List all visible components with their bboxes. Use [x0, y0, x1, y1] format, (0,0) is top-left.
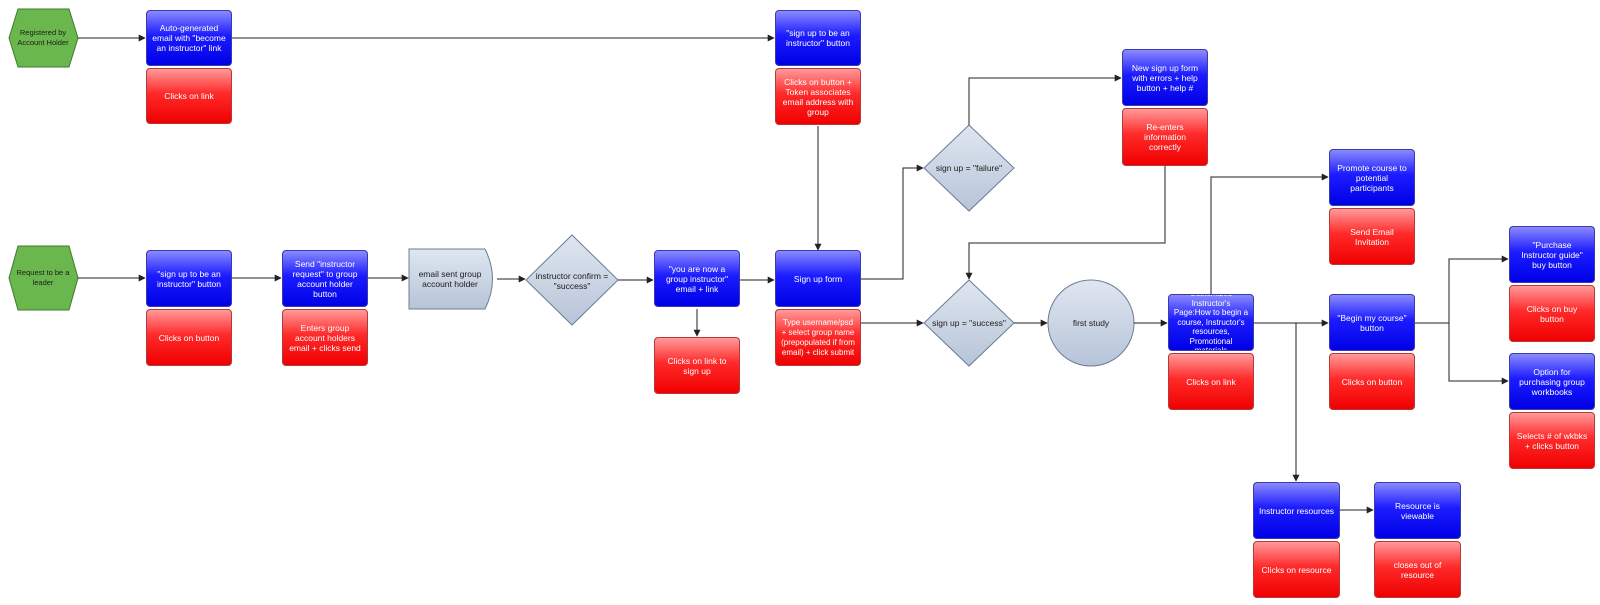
- page-clicks-link-node: Clicks on link: [1168, 353, 1254, 410]
- promote-node: Promote course to potential participants: [1329, 149, 1415, 206]
- signup-button-main-node: "sign up to be an instructor" button: [146, 250, 232, 307]
- new-form-node: New sign up form with errors + help butt…: [1122, 49, 1208, 106]
- arrow-signupform-to-failure: [861, 164, 924, 280]
- instructor-page-node: Customized Instructor's Page:How to begi…: [1168, 294, 1254, 351]
- send-invite-node: Send Email Invitation: [1329, 208, 1415, 265]
- reenter-node: Re-enters information correctly: [1122, 108, 1208, 166]
- arrow-begin-to-guide: [1415, 255, 1509, 324]
- success-decision-label: sign up = "success": [932, 318, 1006, 328]
- first-study-label: first study: [1072, 318, 1110, 328]
- begin-clicks-node: Clicks on button: [1329, 353, 1415, 410]
- arrow-begin-to-workbooks: [1448, 323, 1509, 385]
- workbooks-node: Option for purchasing group workbooks: [1509, 353, 1595, 410]
- arrow-page-to-promote: [1210, 173, 1329, 294]
- start-registered-label: Registered by Account Holder: [17, 28, 69, 47]
- failure-decision-label: sign up = "failure": [935, 163, 1003, 173]
- start-hexagon-request: [8, 245, 79, 311]
- token-node: Clicks on button + Token associates emai…: [775, 68, 861, 125]
- clicks-link-node: Clicks on link: [146, 68, 232, 124]
- arrow-failure-to-newform: [968, 74, 1122, 125]
- purchase-guide-node: "Purchase Instructor guide" buy button: [1509, 226, 1595, 283]
- instructor-resources-node: Instructor resources: [1253, 482, 1340, 539]
- now-instructor-node: "you are now a group instructor" email +…: [654, 250, 740, 307]
- failure-decision-shape: [923, 124, 1015, 212]
- success-decision-shape: [923, 279, 1015, 367]
- send-request-node: Send "instructor request" to group accou…: [282, 250, 368, 307]
- email-sent-label: email sent group account holder: [418, 269, 482, 289]
- start-hexagon-registered: [8, 8, 79, 68]
- clicks-button-node: Clicks on button: [146, 309, 232, 366]
- clicks-signup-link-node: Clicks on link to sign up: [654, 337, 740, 394]
- closes-resource-node: closes out of resource: [1374, 541, 1461, 598]
- clicks-resource-node: Clicks on resource: [1253, 541, 1340, 598]
- signup-button-top-node: "sign up to be an instructor" button: [775, 10, 861, 66]
- signup-form-node: Sign up form: [775, 250, 861, 307]
- enters-email-node: Enters group account holders email + cli…: [282, 309, 368, 366]
- confirm-decision-shape: [525, 234, 619, 326]
- confirm-label: instructor confirm = "success": [535, 271, 609, 291]
- begin-course-node: "Begin my course" button: [1329, 294, 1415, 351]
- arrow-reenter-to-success: [965, 166, 1166, 280]
- auto-email-node: Auto-generated email with "become an ins…: [146, 10, 232, 66]
- selects-wkbks-node: Selects # of wkbks + clicks button: [1509, 412, 1595, 469]
- email-sent-shape: [408, 248, 493, 310]
- start-request-label: Request to be a leader: [16, 268, 70, 287]
- type-username-node: Type username/psd + select group name (p…: [775, 309, 861, 366]
- resource-viewable-node: Resource is viewable: [1374, 482, 1461, 539]
- clicks-buy-node: Clicks on buy button: [1509, 285, 1595, 342]
